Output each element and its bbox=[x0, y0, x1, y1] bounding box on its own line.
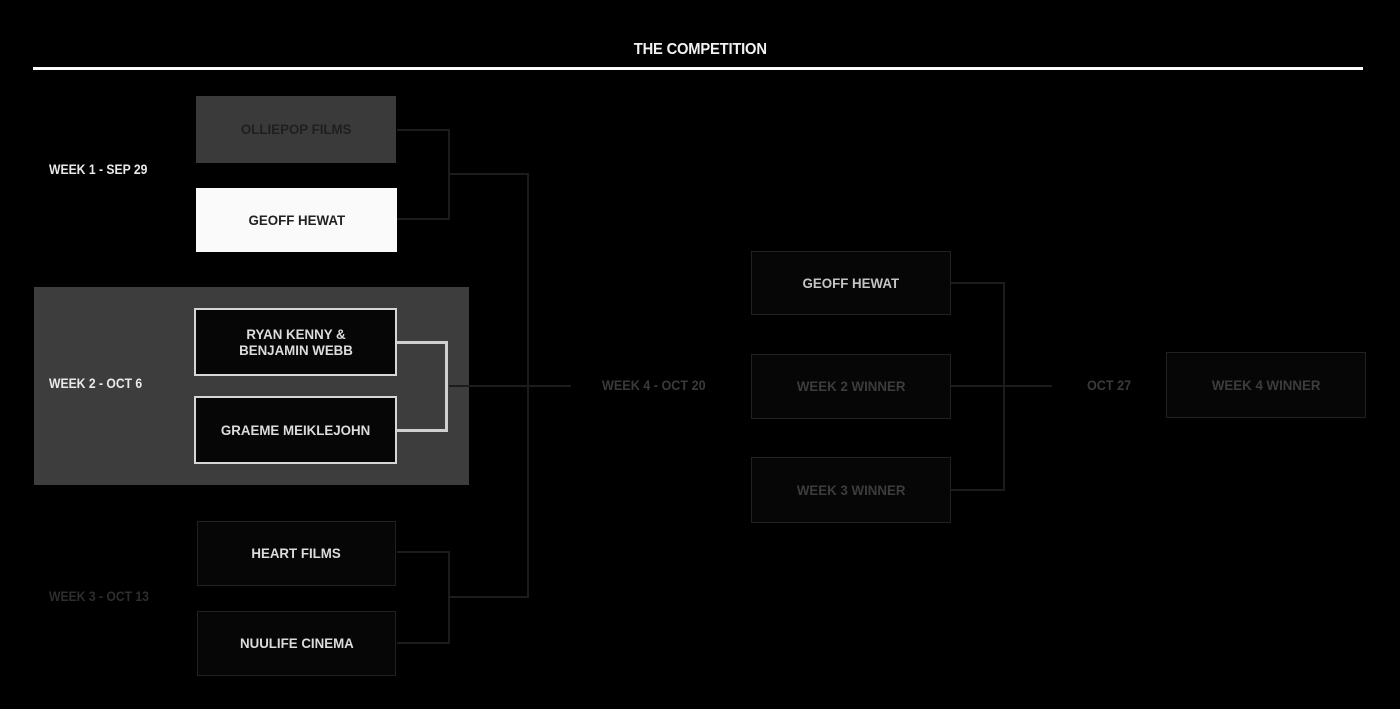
week3-output-connector bbox=[450, 596, 529, 598]
week3-label: WEEK 3 - OCT 13 bbox=[49, 589, 160, 604]
title-underline bbox=[33, 67, 1363, 70]
week2-label-text: WEEK 2 - OCT 6 bbox=[49, 376, 143, 391]
week1-vertical-connector bbox=[448, 129, 450, 220]
week3-vertical-connector bbox=[448, 551, 450, 644]
week2-output-connector bbox=[449, 385, 571, 387]
week4-label: WEEK 4 - OCT 20 bbox=[602, 377, 717, 393]
slot-geoff-hewat-week4-text: GEOFF HEWAT bbox=[802, 274, 900, 291]
entry-olliepop-films: OLLIEPOP FILMS bbox=[196, 96, 396, 163]
week1-label-text: WEEK 1 - SEP 29 bbox=[49, 162, 148, 177]
entry-olliepop-films-text: OLLIEPOP FILMS bbox=[240, 121, 352, 138]
entry-heart-films-text: HEART FILMS bbox=[251, 545, 342, 562]
entry-geoff-hewat-week1-text: GEOFF HEWAT bbox=[248, 211, 345, 228]
week4-bottom-connector bbox=[951, 489, 1004, 491]
page-title: THE COMPETITION bbox=[0, 41, 1400, 59]
entry-heart-films: HEART FILMS bbox=[197, 521, 396, 586]
week1-top-connector bbox=[397, 129, 449, 131]
entry-graeme-meiklejohn: GRAEME MEIKLEJOHN bbox=[194, 396, 397, 464]
week2-label: WEEK 2 - OCT 6 bbox=[49, 376, 153, 391]
slot-week3-winner: WEEK 3 WINNER bbox=[751, 457, 951, 523]
week4-top-connector bbox=[951, 282, 1004, 284]
week3-bottom-connector bbox=[397, 642, 449, 644]
slot-week4-winner: WEEK 4 WINNER bbox=[1166, 352, 1366, 418]
week1-label: WEEK 1 - SEP 29 bbox=[49, 162, 158, 177]
entry-graeme-meiklejohn-text: GRAEME MEIKLEJOHN bbox=[220, 421, 371, 438]
entry-nuulife-cinema: NUULIFE CINEMA bbox=[197, 611, 396, 676]
week2-bottom-connector bbox=[397, 429, 448, 432]
week4-output-connector bbox=[951, 385, 1052, 387]
week4-label-text: WEEK 4 - OCT 20 bbox=[602, 377, 706, 393]
slot-week2-winner-text: WEEK 2 WINNER bbox=[796, 378, 906, 395]
entry-ryan-kenny-benjamin-webb-text: RYAN KENNY & BENJAMIN WEBB bbox=[238, 325, 353, 358]
entry-ryan-kenny-benjamin-webb: RYAN KENNY & BENJAMIN WEBB bbox=[194, 308, 397, 376]
week3-top-connector bbox=[397, 551, 449, 553]
slot-week3-winner-text: WEEK 3 WINNER bbox=[796, 481, 906, 498]
page-title-text: THE COMPETITION bbox=[633, 41, 767, 58]
slot-week4-winner-text: WEEK 4 WINNER bbox=[1211, 376, 1321, 393]
slot-week2-winner: WEEK 2 WINNER bbox=[751, 354, 951, 419]
week3-label-text: WEEK 3 - OCT 13 bbox=[49, 589, 149, 604]
week2-top-connector bbox=[397, 341, 448, 344]
week1-output-connector bbox=[450, 173, 529, 175]
slot-geoff-hewat-week4: GEOFF HEWAT bbox=[751, 251, 951, 315]
week1-bottom-connector bbox=[397, 218, 449, 220]
final-date-label-text: OCT 27 bbox=[1087, 377, 1132, 393]
week2-vertical-connector bbox=[445, 341, 448, 432]
entry-geoff-hewat-week1: GEOFF HEWAT bbox=[196, 188, 397, 252]
entry-nuulife-cinema-text: NUULIFE CINEMA bbox=[239, 635, 354, 652]
final-date-label: OCT 27 bbox=[1087, 377, 1136, 393]
